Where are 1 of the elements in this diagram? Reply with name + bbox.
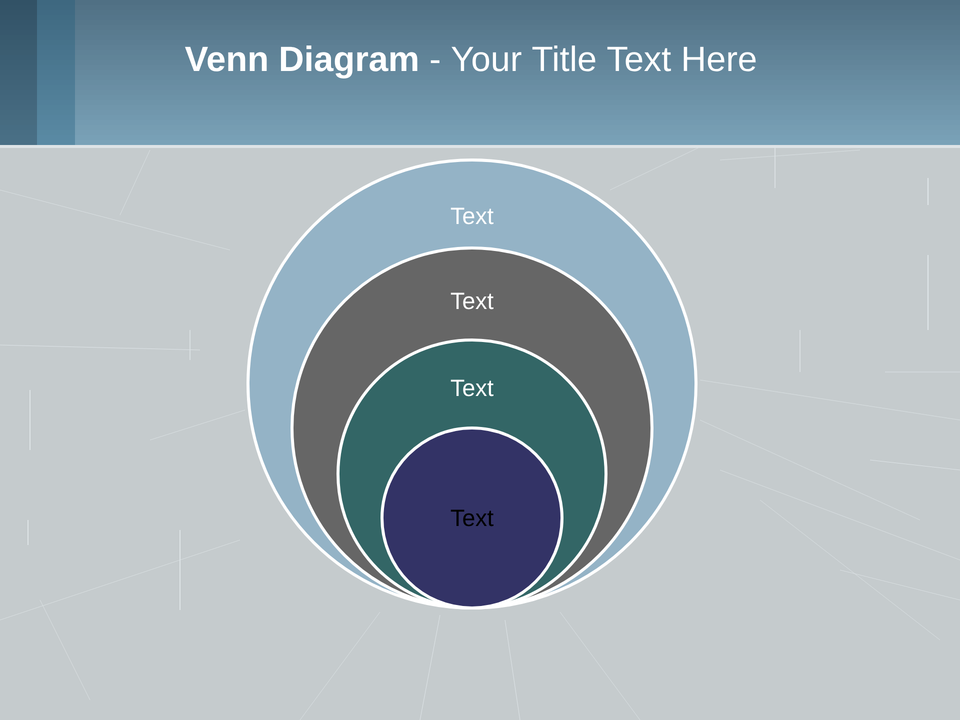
slide-title: Venn Diagram - Your Title Text Here xyxy=(185,46,756,78)
